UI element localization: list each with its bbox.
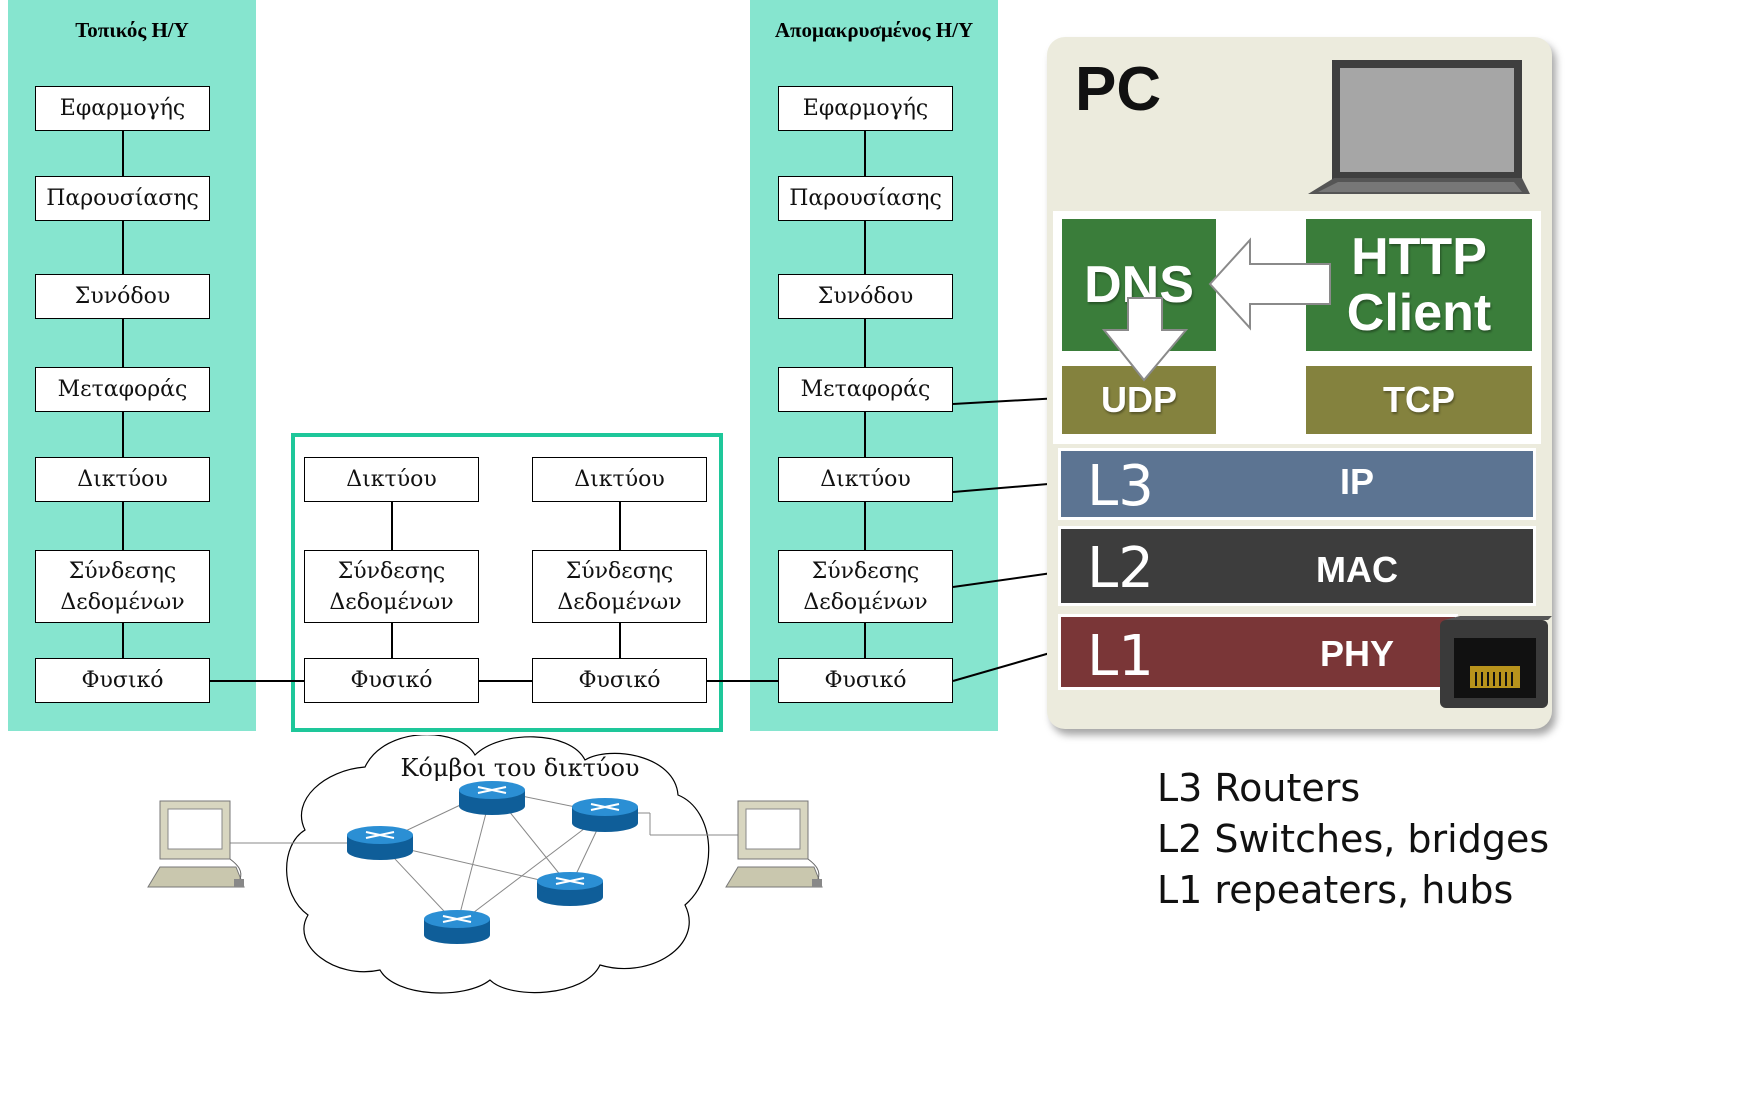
node-b-layer-physical: Φυσικό (532, 658, 707, 703)
http-client-app-box: HTTP Client (1302, 215, 1536, 355)
pc-title: PC (1075, 55, 1162, 124)
dns-app-box: DNS (1058, 215, 1220, 355)
l2-level-label: L2 (1087, 536, 1154, 601)
router-icon (347, 826, 413, 860)
flow-arrows (1101, 237, 1331, 382)
l2-protocol-label: MAC (1316, 549, 1398, 590)
l1-phy-bar: L1 PHY (1058, 614, 1458, 690)
network-cloud-diagram (147, 735, 823, 994)
router-icon (537, 872, 603, 906)
legend-l3: L3 Routers (1157, 766, 1361, 810)
router-icon (424, 910, 490, 944)
cloud-label: Κόμβοι του δικτύου (400, 754, 640, 782)
legend-l2: L2 Switches, bridges (1157, 817, 1550, 861)
remote-layer-session: Συνόδου (778, 274, 953, 319)
local-layer-physical: Φυσικό (35, 658, 210, 703)
legend-l1: L1 repeaters, hubs (1157, 868, 1514, 912)
tcp-transport-box: TCP (1302, 362, 1536, 438)
local-layer-transport: Μεταφοράς (35, 367, 210, 412)
local-layer-session: Συνόδου (35, 274, 210, 319)
remote-layer-physical: Φυσικό (778, 658, 953, 703)
node-a-layer-datalink: Σύνδεσης Δεδομένων (304, 550, 479, 623)
laptop-icon (1308, 60, 1530, 194)
computer-icon (725, 800, 823, 888)
router-icon (459, 781, 525, 815)
remote-layer-application: Εφαρμογής (778, 86, 953, 131)
l2-mac-bar: L2 MAC (1058, 526, 1536, 606)
remote-layer-transport: Μεταφοράς (778, 367, 953, 412)
ethernet-port-icon (1440, 616, 1552, 708)
l3-protocol-label: IP (1339, 461, 1374, 502)
remote-layer-network: Δικτύου (778, 457, 953, 502)
remote-host-title: Απομακρυσμένος Η/Υ (774, 18, 974, 42)
l3-level-label: L3 (1087, 454, 1154, 519)
computer-icon (147, 800, 245, 888)
arrow-left-icon (1208, 237, 1331, 331)
local-layer-presentation: Παρουσίασης (35, 176, 210, 221)
node-b-layer-network: Δικτύου (532, 457, 707, 502)
l1-protocol-label: PHY (1319, 633, 1395, 674)
node-b-layer-datalink: Σύνδεσης Δεδομένων (532, 550, 707, 623)
l1-level-label: L1 (1087, 624, 1154, 689)
l3-ip-bar: L3 IP (1058, 448, 1536, 520)
local-layer-network: Δικτύου (35, 457, 210, 502)
remote-layer-presentation: Παρουσίασης (778, 176, 953, 221)
local-host-title: Τοπικός Η/Υ (75, 18, 189, 42)
network-nodes-frame (291, 433, 723, 732)
node-a-layer-physical: Φυσικό (304, 658, 479, 703)
arrow-down-icon (1101, 297, 1189, 382)
router-icon (572, 798, 638, 832)
local-layer-application: Εφαρμογής (35, 86, 210, 131)
local-layer-datalink: Σύνδεσης Δεδομένων (35, 550, 210, 623)
remote-layer-datalink: Σύνδεσης Δεδομένων (778, 550, 953, 623)
node-a-layer-network: Δικτύου (304, 457, 479, 502)
